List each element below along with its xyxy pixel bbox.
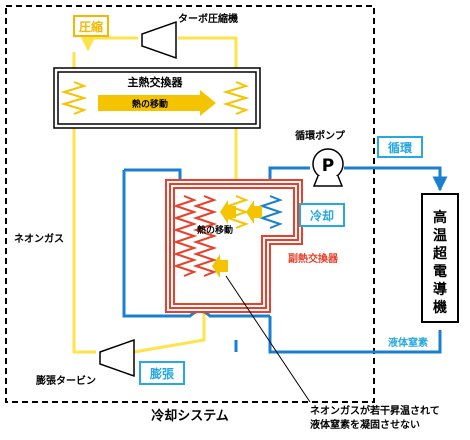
turbo-compressor-label: ターボ圧縮機	[178, 12, 238, 25]
heat-transfer-sub-label: 熱の移動	[197, 224, 233, 236]
superconducting-device-char-4: 電	[433, 263, 447, 280]
expansion-badge: 膨張	[139, 361, 185, 385]
main-heat-exchanger: 主熱交換器 熱の移動	[53, 67, 261, 129]
heat-arrow-sub-3	[212, 254, 228, 278]
expansion-label: 膨張	[149, 366, 175, 381]
turbine-icon	[99, 338, 135, 378]
sub-heat-exchanger: 熱の移動 副熱交換器	[165, 179, 339, 313]
superconducting-device-char-6: 機	[433, 299, 447, 316]
superconducting-device-char-2: 温	[433, 228, 447, 244]
heat-transfer-main-label: 熱の移動	[132, 98, 168, 110]
compressor-icon	[141, 20, 177, 60]
heat-transfer-arrow-main	[98, 90, 216, 116]
sub-blue-coil	[258, 195, 284, 229]
circulation-pump: P 循環ポンプ	[295, 129, 346, 187]
heat-arrow-sub-1	[246, 200, 262, 224]
main-left-coil	[60, 81, 88, 115]
superconducting-device-char-5: 導	[433, 281, 447, 298]
superconducting-device-char-3: 超	[432, 245, 448, 262]
sub-heat-exchanger-label: 副熱交換器	[288, 252, 339, 265]
circulation-badge: 循環	[377, 136, 423, 158]
note-line-1: ネオンガスが若干昇温されて	[310, 404, 440, 417]
cooling-system-label: 冷却システム	[151, 408, 229, 424]
superconducting-device: 高 温 超 電 導 機	[421, 193, 459, 323]
neon-gas-label: ネオンガス	[14, 232, 64, 245]
compression-label: 圧縮	[79, 19, 103, 34]
liquid-nitrogen-label: 液体窒素	[388, 336, 428, 349]
note-line-2: 液体窒素を凝固させない	[310, 418, 420, 431]
expansion-turbine: 膨張タービン	[36, 338, 135, 387]
main-right-coil	[222, 81, 250, 115]
callout-line	[225, 275, 311, 403]
main-heat-exchanger-label: 主熱交換器	[128, 75, 184, 89]
sub-red-coil	[172, 195, 198, 277]
pump-symbol: P	[322, 156, 334, 176]
superconducting-device-char-1: 高	[433, 209, 447, 226]
circulation-label: 循環	[388, 140, 413, 155]
expansion-turbine-label: 膨張タービン	[36, 374, 96, 387]
heat-arrow-sub-2	[220, 200, 236, 224]
cooling-system-boundary	[5, 5, 375, 403]
compression-badge: 圧縮	[73, 15, 109, 37]
cooling-label: 冷却	[310, 208, 334, 223]
cooling-badge: 冷却	[299, 203, 345, 227]
circulation-pump-label: 循環ポンプ	[295, 129, 346, 142]
sub-middle-coil	[192, 195, 218, 277]
turbo-compressor: ターボ圧縮機	[141, 12, 238, 60]
